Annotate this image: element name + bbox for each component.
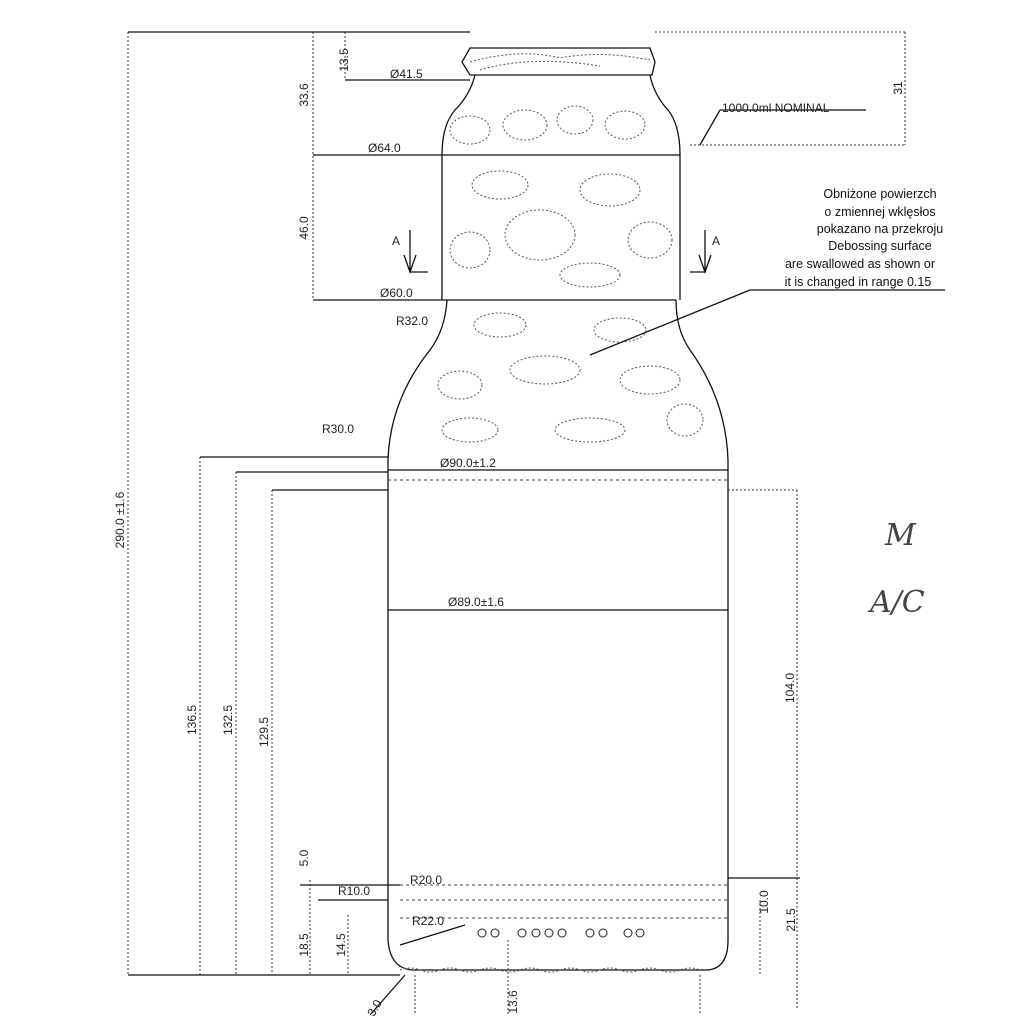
handwritten-mark: M: [884, 518, 917, 553]
capacity-label: 1000.0ml NOMINAL: [722, 101, 830, 115]
dim-waist-diameter: Ø60.0: [380, 286, 413, 300]
base-knurl: [399, 967, 701, 973]
note-line: Obniżone powierzch: [823, 187, 936, 201]
dim-base-radius-2: R20.0: [410, 873, 442, 887]
section-marker-left: A: [392, 234, 400, 248]
dim-shoulder-diameter: Ø64.0: [368, 141, 401, 155]
vertical-dimension-labels: 13.5 33.6 31 46.0 290.0 ±1.6 136.5 132.5…: [113, 48, 905, 1019]
dim-finish-diameter: Ø41.5: [390, 67, 423, 81]
bottle-lower-body: [387, 299, 729, 971]
dim-base-height-2: 14.5: [334, 933, 348, 957]
bottle-finish: [461, 47, 656, 76]
dim-height-2: 132.5: [221, 705, 235, 735]
section-marker-right: A: [712, 234, 720, 248]
bottle-outline: [387, 47, 729, 973]
dim-heel-radius: 3.0: [364, 997, 385, 1019]
dim-label-height: 104.0: [783, 673, 797, 703]
note-line: o zmiennej wklęsłos: [824, 205, 935, 219]
dim-total-height: 290.0 ±1.6: [113, 491, 127, 548]
dim-panel-height: 46.0: [297, 216, 311, 240]
dim-push-up: 13.6: [506, 990, 520, 1014]
dimension-lines: [127, 31, 945, 1016]
thread-pattern: [469, 53, 651, 71]
dim-base-offset: 5.0: [297, 849, 311, 866]
base-dots: [477, 928, 645, 938]
dim-base-total: 21.5: [784, 908, 798, 932]
note-line: are swallowed as shown or: [785, 257, 935, 271]
dim-body-diameter: Ø90.0±1.2: [440, 456, 496, 470]
annotations: 1000.0ml NOMINAL A A Obniżone powierzch …: [113, 48, 943, 1019]
handwritten-initials: A/C: [867, 585, 925, 620]
dim-height-3: 129.5: [257, 717, 271, 747]
bottle-left-upper: [441, 74, 476, 300]
note-line: it is changed in range 0.15: [785, 275, 932, 289]
note-line: pokazano na przekroju: [817, 222, 944, 236]
dim-base-height-1: 18.5: [297, 933, 311, 957]
note-line: Debossing surface: [828, 239, 932, 253]
dim-base-radius-3: R22.0: [412, 914, 444, 928]
dim-base-radius-1: R10.0: [338, 884, 370, 898]
deboss-pattern: [437, 105, 704, 443]
dim-base-band: 10.0: [757, 890, 771, 914]
dim-shoulder-radius: R30.0: [322, 422, 354, 436]
note-text: Obniżone powierzch o zmiennej wklęsłos p…: [785, 187, 944, 289]
dim-label-diameter: Ø89.0±1.6: [448, 595, 504, 609]
dim-finish-height: 13.5: [337, 48, 351, 72]
bottle-right-upper: [649, 74, 681, 300]
dim-neck-height: 33.6: [297, 83, 311, 107]
dim-top-31: 31: [891, 81, 905, 95]
dim-waist-radius: R32.0: [396, 314, 428, 328]
dim-height-1: 136.5: [185, 705, 199, 735]
